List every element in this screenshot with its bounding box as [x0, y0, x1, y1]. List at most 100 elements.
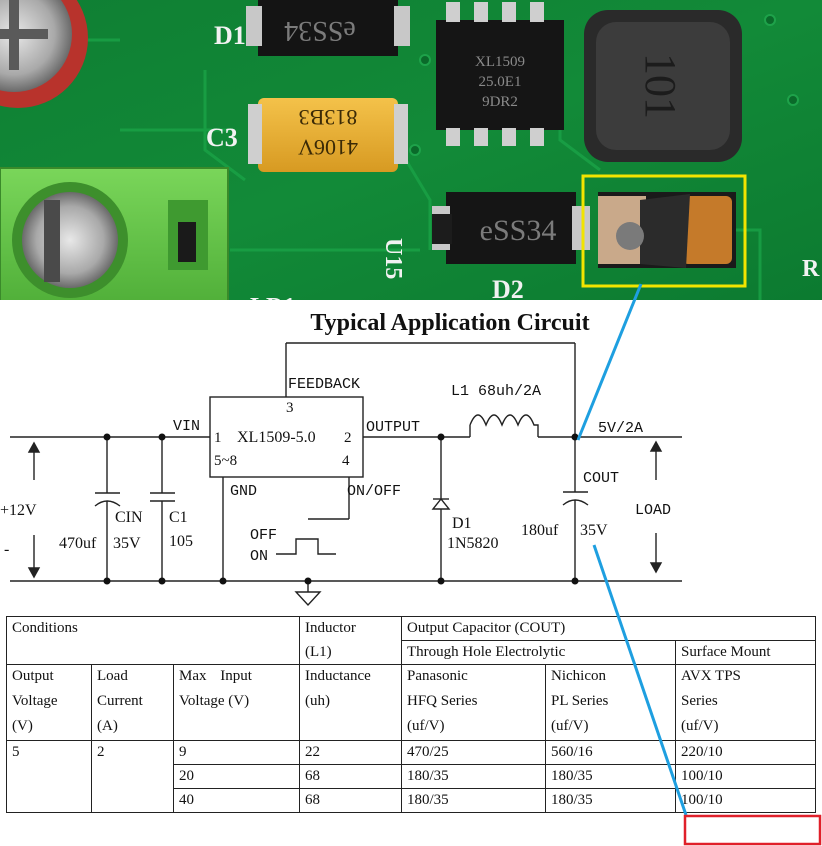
th-conditions: Conditions — [6, 616, 300, 665]
label-cout: COUT — [583, 470, 619, 487]
diode-d2: eSS34 — [432, 192, 590, 264]
label-output: OUTPUT — [366, 419, 420, 436]
label-feedback: FEEDBACK — [288, 376, 360, 393]
th-col2-l1: Load — [91, 664, 174, 690]
burnt-capacitor — [598, 192, 736, 268]
th-col1-l1: Output — [6, 664, 92, 690]
label-l1: L1 — [451, 383, 469, 400]
cell-empty — [6, 788, 92, 813]
label-cin-volt: 35V — [113, 535, 141, 552]
label-d1: D1 — [452, 515, 472, 532]
silk-d1: D1 — [214, 21, 246, 50]
label-off: OFF — [250, 527, 277, 544]
cell-empty — [91, 788, 174, 813]
ic-mark-3: 9DR2 — [482, 94, 518, 110]
label-cin-value: 470uf — [59, 535, 97, 552]
schematic: Typical Application Circuit — [0, 300, 822, 612]
d1-mark: eSS34 — [284, 15, 356, 46]
inductor-mark: 101 — [636, 53, 685, 119]
cell-panasonic: 180/35 — [401, 764, 546, 789]
th-col7-l1: AVX TPS — [675, 664, 816, 690]
ic-xl1509: XL1509 25.0E1 9DR2 — [436, 2, 564, 146]
th-inductor: Inductor — [299, 616, 402, 641]
c3-mark-top: 813B3 — [299, 105, 358, 130]
label-pin2: 2 — [344, 430, 352, 446]
th-col7-l2: Series — [675, 690, 816, 715]
th-col5-l2: HFQ Series — [401, 690, 546, 715]
cell-vin-max: 9 — [173, 740, 300, 765]
label-onoff: ON/OFF — [347, 483, 401, 500]
th-inductor-unit: (L1) — [299, 640, 402, 665]
cell-nichicon: 180/35 — [545, 764, 676, 789]
label-cin: CIN — [115, 509, 143, 526]
schematic-junctions — [103, 433, 579, 585]
cell-avx: 220/10 — [675, 740, 816, 765]
silk-c3: C3 — [206, 123, 238, 152]
label-c1: C1 — [169, 509, 188, 526]
silk-u15: U15 — [380, 238, 406, 279]
label-on: ON — [250, 548, 268, 565]
terminal-block — [0, 167, 229, 308]
cell-inductance: 68 — [299, 764, 402, 789]
cell-iload: 2 — [91, 740, 174, 765]
label-gnd: GND — [230, 483, 257, 500]
th-col3-l3 — [173, 715, 300, 741]
th-col3-l1: Max Input — [173, 664, 300, 690]
cell-avx-highlighted: 100/10 — [675, 788, 816, 813]
screw-top — [0, 0, 88, 108]
th-col2-l2: Current — [91, 690, 174, 715]
th-col2-l3: (A) — [91, 715, 174, 741]
diode-d1: eSS34 — [246, 0, 410, 56]
label-pin1: 1 — [214, 430, 222, 446]
label-cout-volt: 35V — [580, 522, 608, 539]
cell-inductance: 22 — [299, 740, 402, 765]
label-pin3: 3 — [286, 400, 294, 416]
label-pin58: 5~8 — [214, 453, 237, 469]
label-c1-value: 105 — [169, 533, 193, 550]
cell-panasonic: 470/25 — [401, 740, 546, 765]
label-l1-value: 68uh/2A — [478, 383, 541, 400]
th-col6-l1: Nichicon — [545, 664, 676, 690]
label-load: LOAD — [635, 502, 671, 519]
th-col4-l3 — [299, 715, 402, 741]
th-col6-l2: PL Series — [545, 690, 676, 715]
th-through-hole: Through Hole Electrolytic — [401, 640, 676, 665]
silk-d2: D2 — [492, 275, 524, 304]
cell-empty — [91, 764, 174, 789]
cell-nichicon: 180/35 — [545, 788, 676, 813]
th-col3-l2: Voltage (V) — [173, 690, 300, 715]
cell-inductance: 68 — [299, 788, 402, 813]
cell-vin-max: 20 — [173, 764, 300, 789]
label-vout: 5V/2A — [598, 420, 643, 437]
th-col5-l3: (uf/V) — [401, 715, 546, 741]
th-col6-l3: (uf/V) — [545, 715, 676, 741]
schematic-title: Typical Application Circuit — [310, 310, 589, 336]
label-ic-name: XL1509-5.0 — [237, 429, 316, 446]
label-vin: VIN — [173, 418, 200, 435]
th-col5-l1: Panasonic — [401, 664, 546, 690]
d2-mark: eSS34 — [480, 214, 557, 247]
capacitor-table-area: Conditions Inductor Output Capacitor (CO… — [0, 612, 822, 846]
cell-vout: 5 — [6, 740, 92, 765]
capacitor-c3: 813B3 4106V — [248, 98, 408, 172]
ic-mark-2: 25.0E1 — [479, 74, 522, 90]
th-output-cap: Output Capacitor (COUT) — [401, 616, 816, 641]
inductor: 101 — [584, 10, 742, 162]
pcb-photo: eSS34 D1 813B3 4106V C3 XL1509 25.0E1 9D… — [0, 0, 822, 308]
cell-vin-max: 40 — [173, 788, 300, 813]
th-col1-l3: (V) — [6, 715, 92, 741]
cell-nichicon: 560/16 — [545, 740, 676, 765]
ic-mark-1: XL1509 — [475, 54, 525, 70]
th-col4-l1: Inductance — [299, 664, 402, 690]
label-minus: - — [4, 541, 9, 558]
th-surface-mount: Surface Mount — [675, 640, 816, 665]
th-col7-l3: (uf/V) — [675, 715, 816, 741]
label-cout-value: 180uf — [521, 522, 559, 539]
th-col4-l2: (uh) — [299, 690, 402, 715]
label-d1-part: 1N5820 — [447, 535, 499, 552]
c3-mark-bottom: 4106V — [298, 135, 358, 160]
cell-avx: 100/10 — [675, 764, 816, 789]
cell-panasonic: 180/35 — [401, 788, 546, 813]
label-pin4: 4 — [342, 453, 350, 469]
label-vin-value: +12V — [0, 502, 37, 519]
